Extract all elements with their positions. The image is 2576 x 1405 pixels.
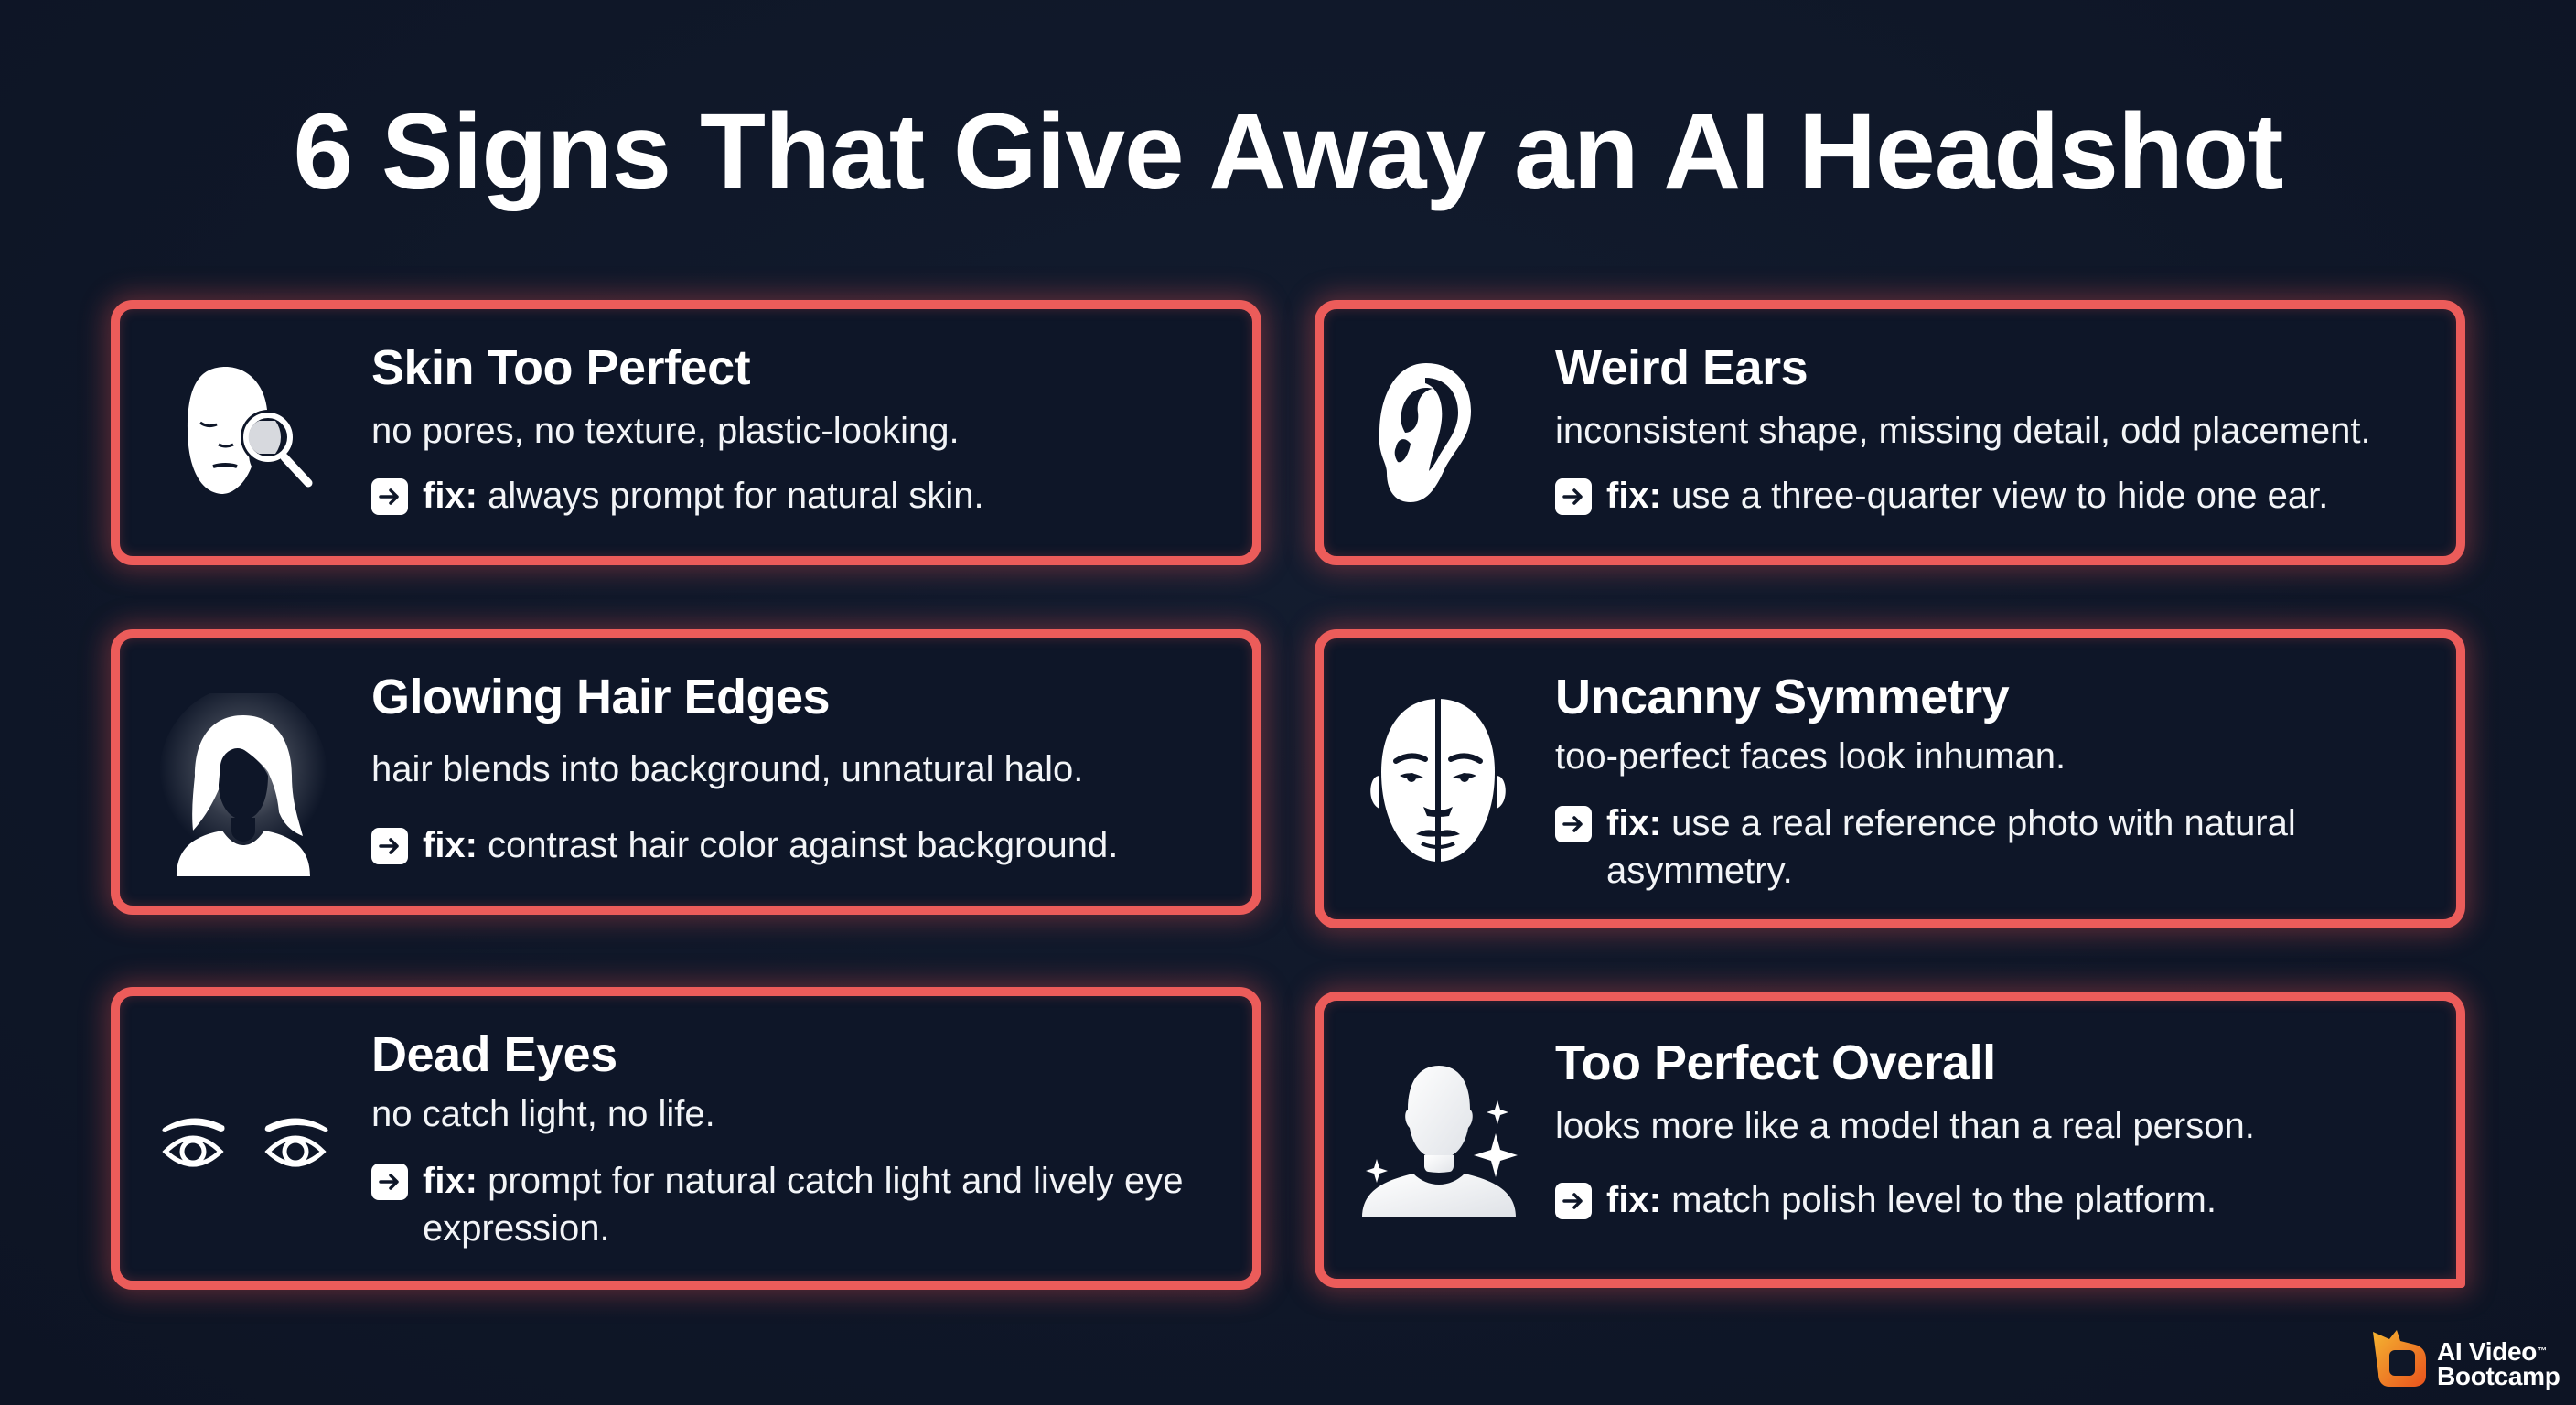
card-fix: fix: use a three-quarter view to hide on…	[1555, 472, 2452, 520]
card-description: too-perfect faces look inhuman.	[1555, 736, 2066, 777]
card-skin-too-perfect: Skin Too Perfect no pores, no texture, p…	[111, 300, 1261, 565]
card-description: no pores, no texture, plastic-looking.	[371, 411, 960, 451]
fix-text: contrast hair color against background.	[488, 825, 1119, 865]
page-title: 6 Signs That Give Away an AI Headshot	[293, 91, 2284, 212]
brand-logo: AI Video™ Bootcamp	[2369, 1328, 2571, 1392]
fix-label: fix:	[423, 825, 478, 865]
card-heading: Dead Eyes	[371, 1027, 617, 1082]
arrow-right-icon	[1555, 478, 1592, 515]
eyes-icon	[160, 1111, 334, 1174]
card-fix: fix: contrast hair color against backgro…	[371, 821, 1250, 869]
card-fix: fix: prompt for natural catch light and …	[371, 1157, 1246, 1252]
card-heading: Weird Ears	[1555, 340, 1809, 395]
fix-text: use a three-quarter view to hide one ear…	[1671, 476, 2329, 516]
logo-mark-icon	[2373, 1330, 2426, 1387]
card-description: looks more like a model than a real pers…	[1555, 1106, 2255, 1146]
arrow-right-icon	[371, 828, 408, 864]
face-magnifier-icon	[180, 364, 327, 506]
trademark: ™	[2538, 1346, 2547, 1357]
card-heading: Uncanny Symmetry	[1555, 670, 2010, 724]
fix-text: prompt for natural catch light and livel…	[423, 1161, 1184, 1249]
card-uncanny-symmetry: Uncanny Symmetry too-perfect faces look …	[1315, 629, 2465, 928]
card-glowing-hair-edges: Glowing Hair Edges hair blends into back…	[111, 629, 1261, 915]
fix-label: fix:	[423, 476, 478, 516]
arrow-right-icon	[1555, 1183, 1592, 1219]
card-weird-ears: Weird Ears inconsistent shape, missing d…	[1315, 300, 2465, 565]
fix-text: match polish level to the platform.	[1671, 1180, 2216, 1220]
arrow-right-icon	[1555, 806, 1592, 842]
card-heading: Glowing Hair Edges	[371, 670, 831, 724]
fix-label: fix:	[423, 1161, 478, 1201]
arrow-right-icon	[371, 1164, 408, 1200]
symmetric-face-icon	[1365, 697, 1511, 868]
fix-label: fix:	[1606, 803, 1661, 843]
card-description: no catch light, no life.	[371, 1094, 715, 1134]
fix-label: fix:	[1606, 1180, 1661, 1220]
glowing-hair-silhouette-icon	[156, 686, 330, 881]
card-too-perfect-overall: Too Perfect Overall looks more like a mo…	[1315, 992, 2465, 1288]
card-fix: fix: match polish level to the platform.	[1555, 1176, 2452, 1224]
fix-text: use a real reference photo with natural …	[1606, 803, 2296, 891]
logo-line2: Bootcamp	[2437, 1362, 2560, 1390]
card-heading: Too Perfect Overall	[1555, 1035, 1996, 1090]
card-fix: fix: use a real reference photo with nat…	[1555, 799, 2411, 895]
card-description: hair blends into background, unnatural h…	[371, 749, 1084, 789]
mannequin-sparkles-icon	[1360, 1064, 1518, 1224]
logo-line1: AI Video	[2437, 1337, 2538, 1366]
card-heading: Skin Too Perfect	[371, 340, 751, 395]
card-description: inconsistent shape, missing detail, odd …	[1555, 411, 2371, 451]
fix-text: always prompt for natural skin.	[488, 476, 984, 516]
card-dead-eyes: Dead Eyes no catch light, no life. fix: …	[111, 987, 1261, 1290]
fix-label: fix:	[1606, 476, 1661, 516]
ear-icon	[1376, 359, 1476, 512]
arrow-right-icon	[371, 478, 408, 515]
card-fix: fix: always prompt for natural skin.	[371, 472, 1250, 520]
